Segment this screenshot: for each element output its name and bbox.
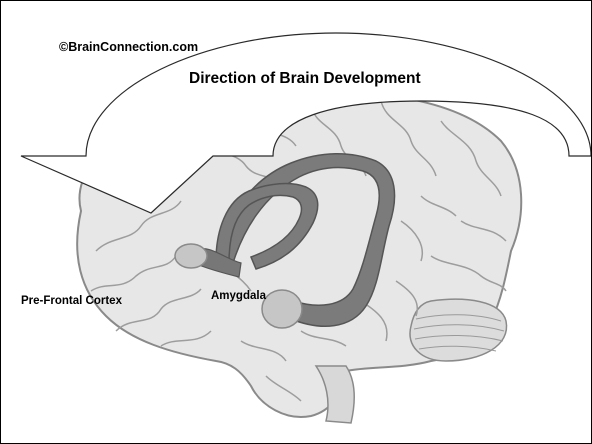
cerebellum xyxy=(410,299,507,361)
amygdala-label: Amygdala xyxy=(211,290,267,302)
prefrontal-node xyxy=(175,244,207,268)
prefrontal-label: Pre-Frontal Cortex xyxy=(21,295,123,307)
arrow-title: Direction of Brain Development xyxy=(189,70,421,87)
copyright-label: ©BrainConnection.com xyxy=(59,40,198,54)
amygdala-node xyxy=(262,290,302,328)
